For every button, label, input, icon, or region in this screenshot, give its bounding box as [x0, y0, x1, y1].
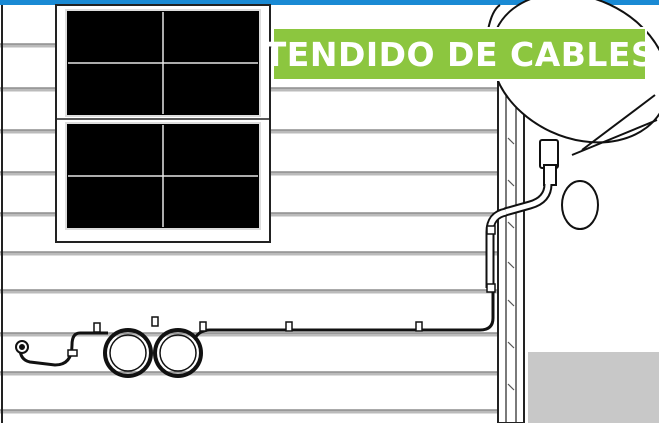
cable-clips — [67, 316, 423, 357]
title-background — [272, 27, 647, 81]
coiled-cable — [103, 328, 203, 378]
top-bar — [0, 0, 659, 5]
corner-post — [497, 59, 525, 423]
window — [55, 4, 271, 243]
diagram-title: TENDIDO DE CABLES — [264, 27, 655, 81]
ground-block — [15, 340, 29, 354]
dish-mast — [485, 207, 508, 293]
coax-cable — [18, 292, 495, 367]
ground — [528, 352, 659, 423]
